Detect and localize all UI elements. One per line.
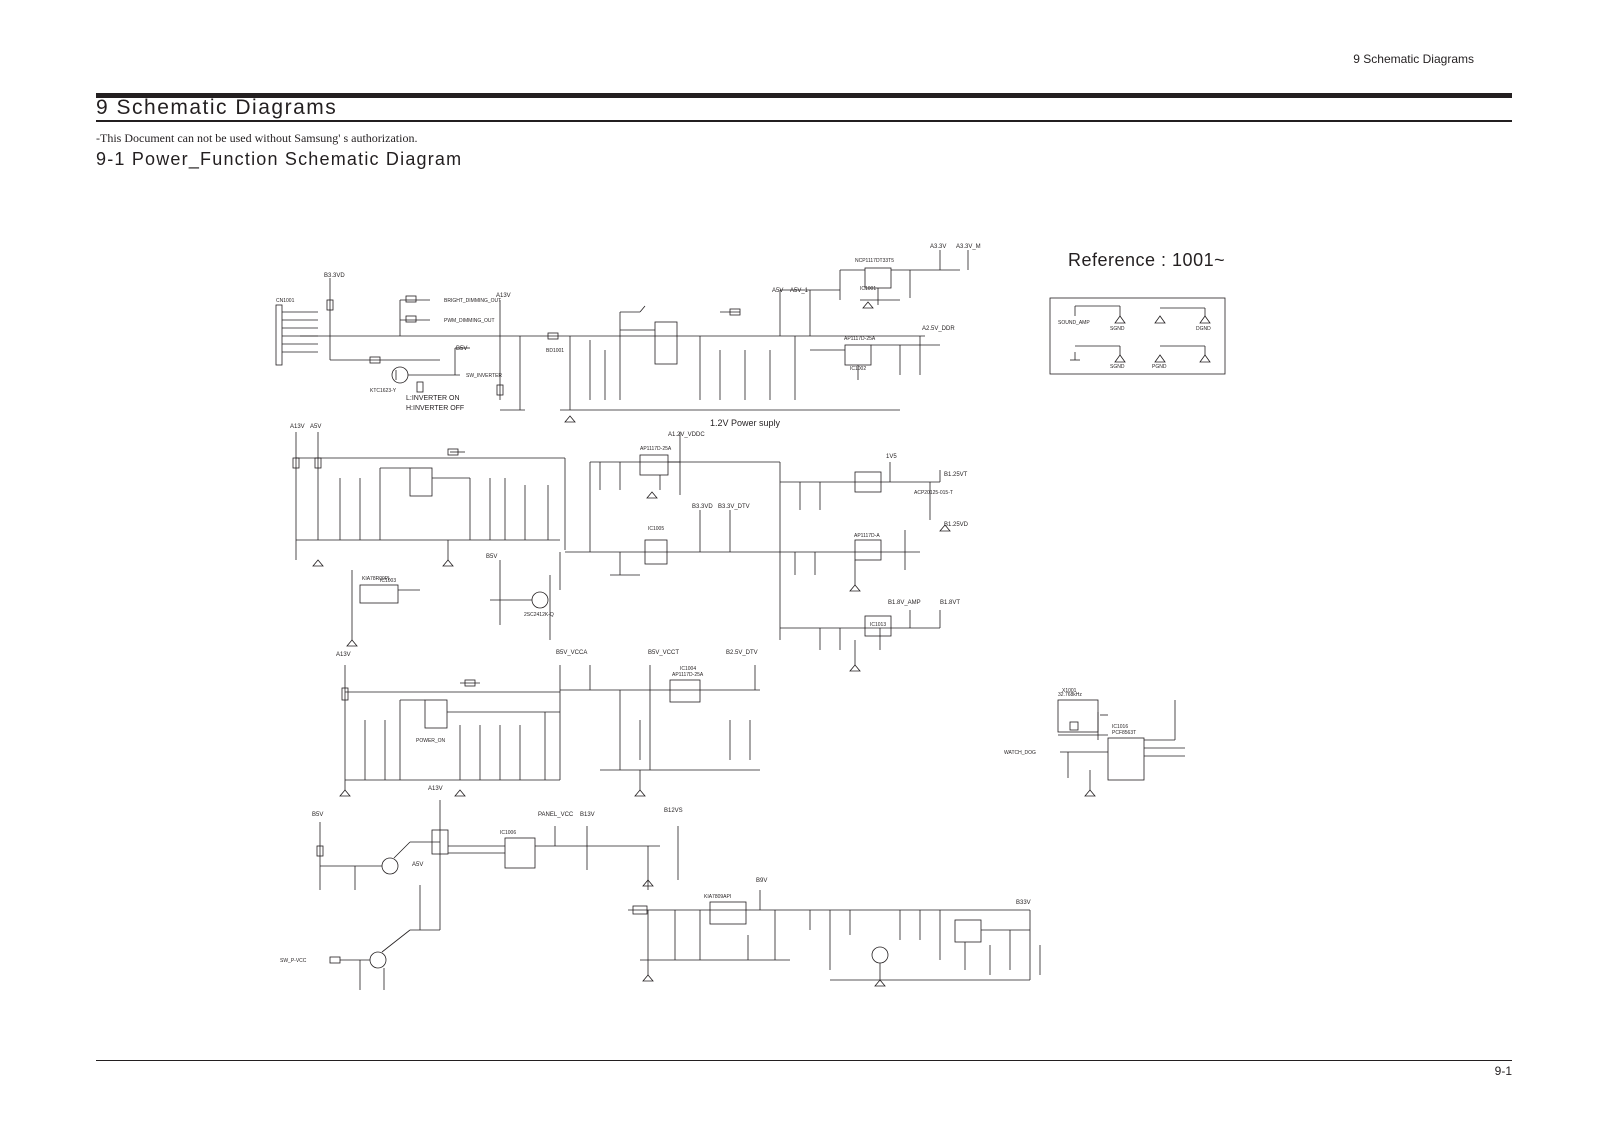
part-label: BD1001 [546,348,564,354]
footer-rule [96,1060,1512,1061]
part-label: AP1117D-25A [844,336,876,342]
part-label: IC1013 [870,622,886,628]
part-label: ACP20125-015-T [914,490,953,496]
net-label: A5V [310,424,321,430]
section-subtitle: 9-1 Power_Function Schematic Diagram [96,149,463,169]
part-label: IC1004 [680,666,696,672]
part-label: IC1002 [850,366,866,372]
net-label: B2.5V_DTV [726,650,758,656]
part-label: IC1003 [380,578,396,584]
reference-label: Reference : 1001~ [1068,250,1226,270]
inverter-note: H:INVERTER OFF [406,405,464,412]
net-label: B12VS [664,808,683,814]
part-label: SW_P-VCC [280,958,307,964]
net-label: B3.3V_DTV [718,504,750,510]
part-label: 32.768kHz [1058,692,1082,698]
net-label: B33V [1016,900,1031,906]
part-label: NCP1117DT33T5 [855,258,894,264]
block-rtc [1057,699,1185,790]
legend-ground: PGND [1152,364,1167,370]
part-label: SW_INVERTER [466,373,502,379]
legend-ground: DGND [1196,326,1211,332]
part-label: WATCH_DOG [1004,750,1036,756]
net-label: 1V5 [886,454,897,460]
part-label: 2SC2412K-Q [524,612,554,618]
part-label: IC1006 [500,830,516,836]
title-rule-thin [96,120,1512,122]
authorization-notice: -This Document can not be used without S… [96,131,418,145]
net-label: A5V_1 [790,288,809,294]
net-label: A13V [496,293,511,299]
inverter-note: L:INVERTER ON [406,395,460,402]
net-label: B5V [486,554,497,560]
part-label: POWER_ON [416,738,446,744]
power-supply-note: 1.2V Power suply [710,418,781,428]
net-label: B13V [580,812,595,818]
part-label: PCF8563T [1112,730,1136,736]
net-label: A13V [290,424,305,430]
net-label: A13V [428,786,443,792]
net-label: B9V [756,878,767,884]
ground-symbols [312,301,1096,987]
block-1v2-supply [292,432,941,665]
page-number: 9-1 [1494,1064,1512,1078]
title-rule-thick [96,93,1512,98]
net-label: A1.2V_VDDC [668,432,705,438]
block-vcc-supply [341,665,760,790]
block-inverter-control [275,278,555,411]
net-label: B1.25VT [944,472,968,478]
part-label: PWM_DIMMING_OUT [444,318,495,324]
part-label: KIA7809API [704,894,731,900]
block-a5v-a33v [547,250,969,411]
net-label: A13V [336,652,351,658]
net-label: A5V [412,862,423,868]
part-label: KTC1623-Y [370,388,397,394]
net-label: A5V [772,288,783,294]
ground-legend-box [1049,297,1226,375]
part-label: X1001 [1062,688,1077,694]
legend-sound-amp: SOUND_AMP [1058,320,1090,326]
part-label: AP1117D-25A [640,446,672,452]
part-label: AP1117D-A [854,533,880,539]
block-b9v-b33v [628,890,1041,981]
part-label: BRIGHT_DIMMING_OUT [444,298,501,304]
legend-labels: SOUND_AMP SGND DGND SGND PGND [1058,320,1211,370]
net-label: B5V_VCCA [556,650,587,656]
legend-ground: SGND [1110,364,1125,370]
net-label: B5V [312,812,323,818]
part-label: CN1001 [276,298,295,304]
net-label: A3.3V [930,244,946,250]
part-label: KIA78R09PI [362,576,390,582]
page-title: 9 Schematic Diagrams [96,96,338,119]
net-label: B5V_VCCT [648,650,679,656]
part-label: IC1001 [860,286,876,292]
net-label: B1.25VD [944,522,969,528]
net-label: B1.8VT [940,600,960,606]
net-label: A3.3V_M [956,244,981,250]
net-label: B5V [456,346,467,352]
block-panel-vcc [316,800,679,990]
legend-ground: SGND [1110,326,1125,332]
net-label: B1.8V_AMP [888,600,921,606]
net-label: B3.3VD [324,273,345,279]
net-label: PANEL_VCC [538,812,574,818]
running-header: 9 Schematic Diagrams [1353,52,1474,66]
part-label: AP1117D-25A [672,672,704,678]
part-label: IC1016 [1112,724,1128,730]
part-label: IC1005 [648,526,664,532]
net-label: A2.5V_DDR [922,326,955,332]
net-label: B3.3VD [692,504,713,510]
